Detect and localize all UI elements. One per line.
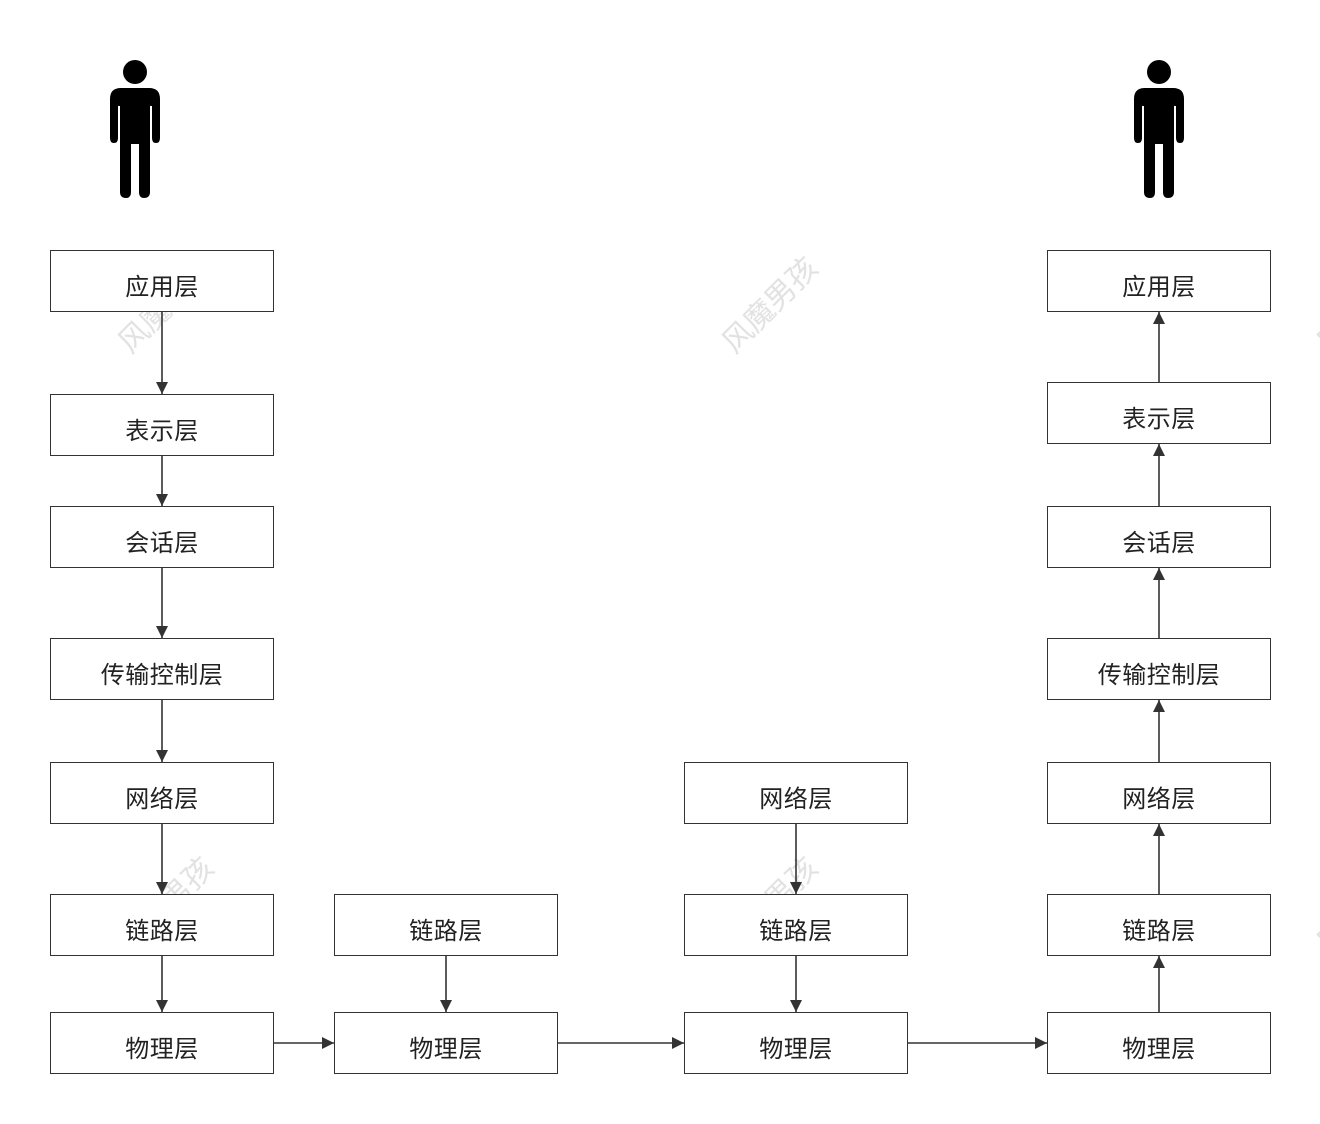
sender-presentation-layer: 表示层 [50, 394, 274, 456]
receiver-presentation-layer: 表示层 [1047, 382, 1271, 444]
router-link-layer: 链路层 [684, 894, 908, 956]
receiver-link-layer: 链路层 [1047, 894, 1271, 956]
sender-session-layer: 会话层 [50, 506, 274, 568]
receiver-network-layer: 网络层 [1047, 762, 1271, 824]
router-network-layer: 网络层 [684, 762, 908, 824]
sender-network-layer: 网络层 [50, 762, 274, 824]
sender-link-layer: 链路层 [50, 894, 274, 956]
person-icon [110, 60, 160, 198]
sender-physical-layer: 物理层 [50, 1012, 274, 1074]
sender-transport-layer: 传输控制层 [50, 638, 274, 700]
receiver-session-layer: 会话层 [1047, 506, 1271, 568]
receiver-physical-layer: 物理层 [1047, 1012, 1271, 1074]
sender-application-layer: 应用层 [50, 250, 274, 312]
receiver-application-layer: 应用层 [1047, 250, 1271, 312]
switch-link-layer: 链路层 [334, 894, 558, 956]
router-physical-layer: 物理层 [684, 1012, 908, 1074]
switch-physical-layer: 物理层 [334, 1012, 558, 1074]
person-icon [1134, 60, 1184, 198]
receiver-transport-layer: 传输控制层 [1047, 638, 1271, 700]
